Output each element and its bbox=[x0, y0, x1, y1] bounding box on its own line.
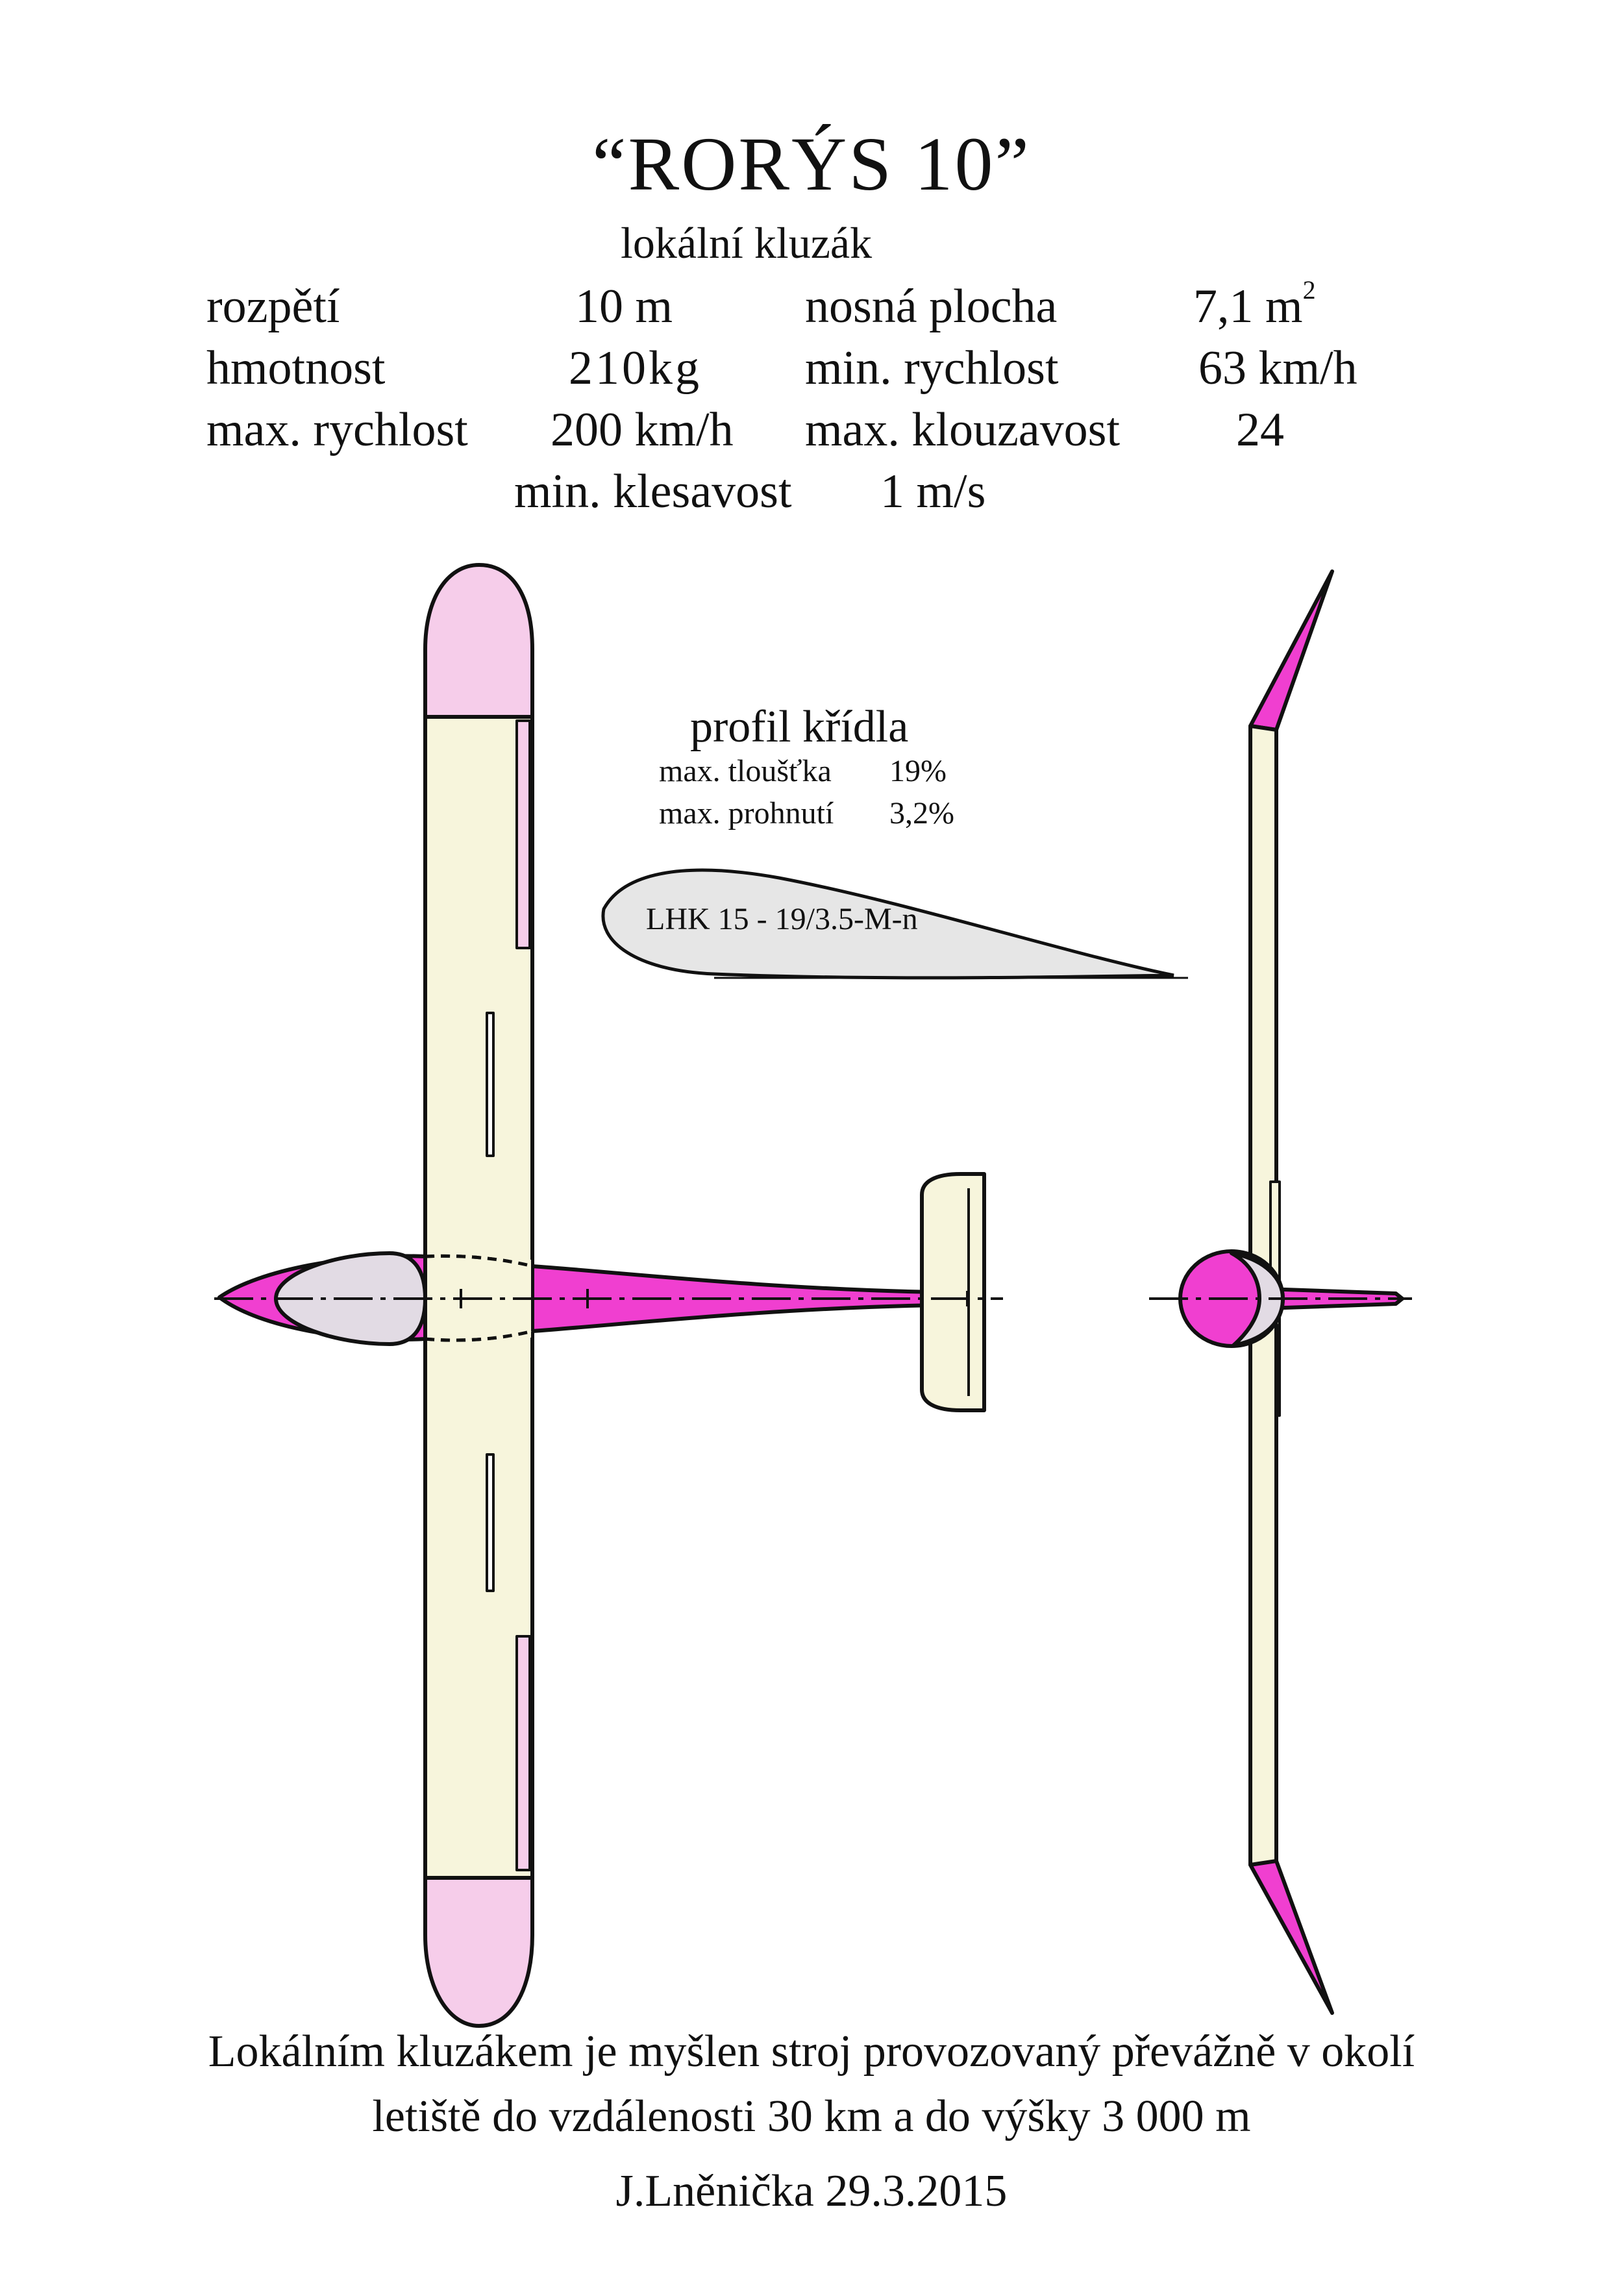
upper-spoiler bbox=[486, 1012, 495, 1157]
lower-wing-tip bbox=[423, 1876, 534, 2028]
max-speed-label: max. rychlost bbox=[206, 403, 468, 456]
upper-winglet bbox=[1248, 569, 1334, 732]
camber-label: max. prohnutí bbox=[659, 796, 834, 830]
lower-wing bbox=[423, 1329, 534, 1880]
max-glide-value: 24 bbox=[1236, 403, 1284, 456]
lower-winglet bbox=[1248, 1859, 1334, 2015]
front-view bbox=[1149, 569, 1412, 2015]
page-title: “RORÝS 10” bbox=[592, 121, 1031, 206]
horizontal-tail bbox=[920, 1172, 986, 1412]
mass-label: hmotnost bbox=[206, 342, 386, 395]
airfoil-name: LHK 15 - 19/3.5-M-n bbox=[646, 902, 918, 936]
upper-wing bbox=[423, 715, 534, 1277]
area-value-text: 7,1 m bbox=[1193, 280, 1303, 333]
area-unit-superscript: 2 bbox=[1302, 275, 1316, 305]
max-speed-value: 200 km/h bbox=[551, 403, 734, 456]
min-sink-label: min. klesavost bbox=[514, 465, 792, 518]
upper-aileron bbox=[515, 719, 531, 949]
span-value: 10 m bbox=[575, 280, 673, 333]
footer-line-1: Lokálním kluzákem je myšlen stroj provoz… bbox=[208, 2027, 1415, 2077]
max-glide-label: max. klouzavost bbox=[805, 403, 1121, 456]
upper-wing-tip bbox=[423, 563, 534, 719]
mass-value: 210kg bbox=[569, 342, 702, 395]
min-speed-value: 63 km/h bbox=[1198, 342, 1357, 395]
lower-spoiler bbox=[486, 1453, 495, 1592]
subtitle: lokální kluzák bbox=[621, 218, 873, 268]
thickness-label: max. tloušťka bbox=[659, 754, 832, 788]
lower-aileron bbox=[515, 1635, 531, 1871]
area-label: nosná plocha bbox=[805, 280, 1058, 333]
thickness-value: 19% bbox=[889, 754, 947, 788]
profile-title: profil křídla bbox=[690, 702, 909, 752]
area-value: 7,1 m2 bbox=[1193, 275, 1316, 334]
author-date: J.Lněnička 29.3.2015 bbox=[615, 2166, 1008, 2216]
top-view bbox=[214, 563, 1003, 2028]
span-label: rozpětí bbox=[206, 280, 340, 333]
canopy-front bbox=[1230, 1251, 1285, 1347]
min-sink-value: 1 m/s bbox=[880, 465, 986, 518]
footer-line-2: letiště do vzdálenosti 30 km a do výšky … bbox=[372, 2091, 1251, 2141]
min-speed-label: min. rychlost bbox=[805, 342, 1059, 395]
camber-value: 3,2% bbox=[889, 796, 954, 830]
lower-wing-front bbox=[1248, 1323, 1278, 1867]
airfoil-profile bbox=[601, 868, 1188, 980]
